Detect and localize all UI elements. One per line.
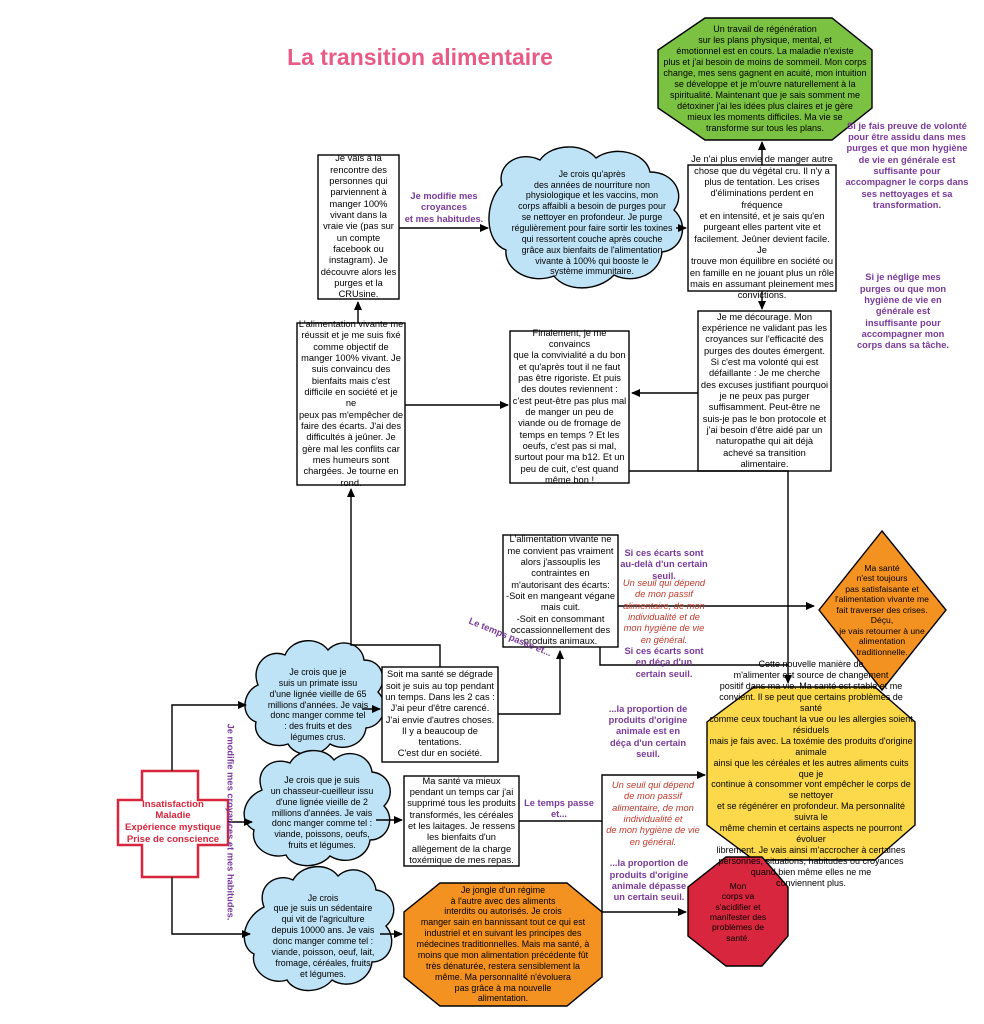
box-ne-convient-text: L'alimentation vivante ne me convient pa…	[505, 534, 616, 647]
octagon-green-text: Un travail de régénération sur les plans…	[663, 24, 867, 133]
box-reussit-text: L'alimentation vivante me réussit et je …	[298, 319, 404, 488]
box-reussit-shape	[296, 322, 406, 486]
box-rencontre-text: Je vais à la rencontre des personnes qui…	[320, 153, 397, 300]
diamond-orange-shape	[818, 529, 947, 692]
cloud-chasseur-shape	[243, 749, 391, 867]
label-modifie-top: Je modifie mes croyances et mes habitude…	[404, 191, 484, 224]
cloud-sedentaire-text: Je crois que je suis un sédentaire qui v…	[271, 892, 375, 979]
box-plus-envie-shape	[687, 164, 837, 292]
label-modifie-vertical: Je modifie mes croyances et mes habitude…	[225, 723, 236, 921]
cross-shape	[116, 769, 230, 879]
label-temps-passe: Le temps passe et...	[524, 797, 594, 819]
cloud-purges-text: Je crois qu'après des années de nourritu…	[511, 168, 673, 277]
page-title: La transition alimentaire	[287, 44, 553, 70]
diamond-orange-text: Ma santé n'est toujours pas satisfaisant…	[835, 562, 929, 657]
box-degrade-text: Soit ma santé se dégrade soit je suis au…	[385, 669, 495, 759]
octagon-green-shape	[657, 17, 873, 141]
label-seuil-1: Un seuil qui dépend de mon passif alimen…	[622, 578, 706, 645]
cloud-chasseur-text: Je crois que je suis un chasseur-cueille…	[270, 774, 374, 851]
octagon-red-text: Mon corps va s'acidifier et manifester d…	[709, 880, 767, 943]
cloud-purges-shape	[488, 146, 684, 289]
box-rencontre-shape	[317, 154, 400, 300]
label-ecarts-dela: Si ces écarts sont au-delà d'un certain …	[620, 548, 708, 581]
octagon-red-shape	[687, 856, 789, 967]
octagon-jongle-shape	[403, 882, 603, 1007]
box-mieux-text: Ma santé va mieux pendant un temps car j…	[407, 775, 516, 865]
box-mieux-shape	[403, 775, 520, 867]
box-finalement-text: Finalement, je me convaincs que la convi…	[512, 327, 627, 485]
octagon-yellow-shape	[706, 686, 916, 861]
label-ecarts-deca: Si ces écarts sont en déça d'un certain …	[624, 646, 704, 679]
box-finalement-shape	[509, 330, 630, 484]
box-plus-envie-text: Je n'ai plus envie de manger autre chose…	[689, 154, 835, 301]
box-decourage-shape	[697, 310, 832, 472]
label-neglige: Si je néglige mes purges ou que mon hygi…	[857, 272, 949, 351]
cloud-sedentaire-shape	[243, 866, 395, 992]
label-proportion-deca: ...la proportion de produits d'origine a…	[608, 703, 688, 759]
label-proportion-depasse: ...la proportion de produits d'origine a…	[609, 858, 689, 903]
label-seuil-2: Un seuil qui dépend de mon passif alimen…	[606, 780, 700, 847]
connectors	[171, 141, 815, 938]
box-ne-convient-shape	[502, 534, 619, 648]
box-degrade-shape	[381, 666, 499, 763]
box-decourage-text: Je me décourage. Mon expérience ne valid…	[700, 311, 829, 469]
cloud-primate-text: Je crois que je suis un primate issu d'u…	[267, 666, 369, 743]
octagon-yellow-text: Cette nouvelle manière de m'alimenter es…	[709, 658, 913, 889]
cross-label: Insatisfaction Maladie Expérience mystiq…	[125, 798, 221, 845]
label-assidu: Si je fais preuve de volonté pour être a…	[845, 120, 969, 210]
octagon-jongle-text: Je jongle d'un régime à l'autre avec des…	[416, 884, 590, 1004]
